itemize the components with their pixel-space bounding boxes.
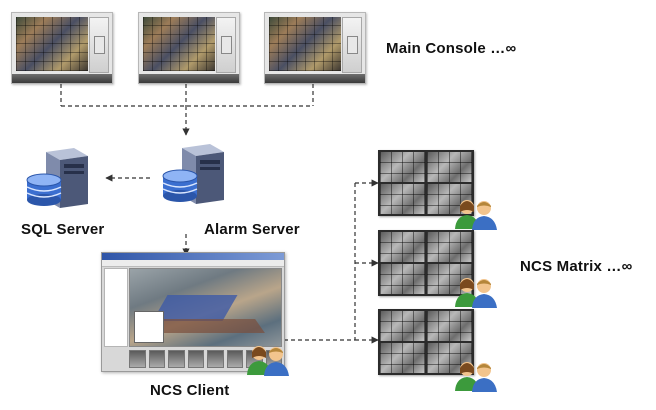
video-wall-thumbnail bbox=[16, 17, 88, 71]
users-icon bbox=[247, 346, 289, 376]
database-icon bbox=[26, 173, 62, 206]
ncs-client-screen bbox=[101, 252, 285, 372]
map-popup-window bbox=[134, 311, 164, 343]
sql-server-icon bbox=[26, 148, 88, 208]
main-console-screen-2 bbox=[138, 12, 240, 84]
status-bar bbox=[139, 74, 239, 83]
video-wall-thumbnail bbox=[143, 17, 215, 71]
users-icon bbox=[455, 200, 497, 230]
status-bar bbox=[265, 74, 365, 83]
ncs-matrix-screen-1 bbox=[378, 150, 474, 216]
users-icon bbox=[455, 278, 497, 308]
main-console-screen-1 bbox=[11, 12, 113, 84]
ncs-client-label: NCS Client bbox=[150, 382, 230, 399]
sql-server-label: SQL Server bbox=[21, 221, 105, 238]
ncs-matrix-screen-2 bbox=[378, 230, 474, 296]
ncs-matrix-screen-3 bbox=[378, 309, 474, 375]
main-console-screen-3 bbox=[264, 12, 366, 84]
video-wall-thumbnail bbox=[269, 17, 341, 71]
window-toolbar bbox=[102, 260, 284, 267]
database-icon bbox=[162, 169, 198, 202]
control-panel-icon bbox=[342, 17, 362, 73]
control-panel-icon bbox=[216, 17, 236, 73]
main-console-label: Main Console …∞ bbox=[386, 40, 517, 57]
alarm-server-icon bbox=[162, 144, 224, 204]
device-tree-panel bbox=[104, 268, 128, 347]
control-panel-icon bbox=[89, 17, 109, 73]
users-icon bbox=[455, 362, 497, 392]
alarm-server-label: Alarm Server bbox=[204, 221, 300, 238]
ncs-matrix-label: NCS Matrix …∞ bbox=[520, 258, 633, 275]
window-titlebar bbox=[102, 253, 284, 260]
status-bar bbox=[12, 74, 112, 83]
